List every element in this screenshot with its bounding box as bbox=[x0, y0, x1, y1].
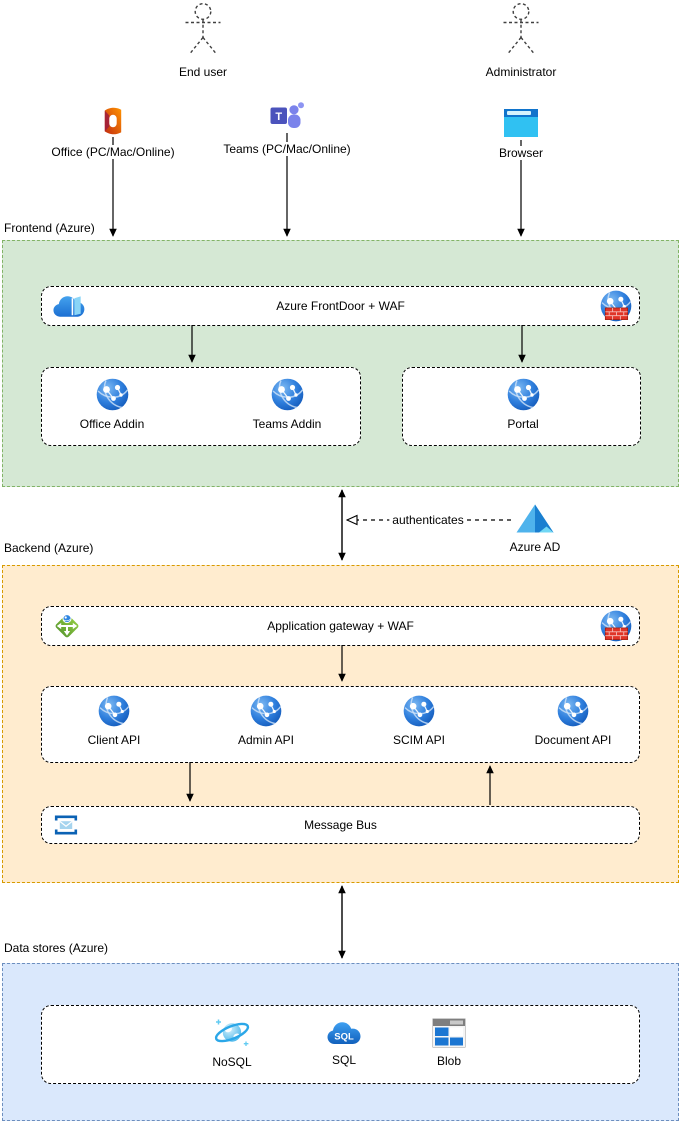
app-service-icon bbox=[506, 378, 540, 411]
datastores-group-box: NoSQL SQL SQL Blob bbox=[41, 1005, 640, 1084]
end-user-label: End user bbox=[178, 65, 228, 79]
teams-icon: T bbox=[270, 102, 304, 128]
frontdoor-label: Azure FrontDoor + WAF bbox=[276, 299, 405, 313]
node-admin-api: Admin API bbox=[206, 687, 326, 747]
app-service-icon bbox=[557, 695, 589, 727]
browser-icon bbox=[504, 109, 538, 137]
client-api-label: Client API bbox=[87, 733, 141, 747]
service-bus-icon bbox=[52, 811, 80, 839]
administrator-actor-icon bbox=[502, 2, 540, 55]
nosql-label: NoSQL bbox=[212, 1055, 252, 1069]
teams-addin-label: Teams Addin bbox=[252, 417, 322, 431]
office-icon bbox=[104, 107, 122, 135]
portal-label: Portal bbox=[507, 417, 539, 431]
node-blob: Blob bbox=[389, 1006, 509, 1068]
app-service-icon bbox=[95, 378, 129, 411]
teams-icon-letter: T bbox=[275, 111, 282, 123]
office-addin-label: Office Addin bbox=[79, 417, 145, 431]
frontdoor-waf-bar: Azure FrontDoor + WAF bbox=[41, 286, 640, 326]
frontend-section-label: Frontend (Azure) bbox=[4, 221, 95, 235]
app-service-icon bbox=[98, 695, 130, 727]
backend-section-label: Backend (Azure) bbox=[4, 541, 94, 555]
end-user-actor-icon bbox=[184, 2, 222, 55]
waf-icon bbox=[600, 610, 632, 642]
app-service-icon bbox=[250, 695, 282, 727]
sql-label: SQL bbox=[331, 1053, 356, 1067]
authenticates-edge-label: authenticates bbox=[389, 513, 467, 527]
addins-group-box: Office Addin Teams Addin bbox=[41, 367, 361, 446]
browser-client-label: Browser bbox=[495, 146, 547, 160]
app-service-icon bbox=[403, 695, 435, 727]
datastores-section: NoSQL SQL SQL Blob bbox=[2, 963, 679, 1121]
app-service-icon bbox=[270, 378, 304, 411]
node-teams-addin: Teams Addin bbox=[227, 368, 347, 431]
frontend-section: Azure FrontDoor + WAF Office Addin Teams… bbox=[2, 240, 679, 487]
gateway-label: Application gateway + WAF bbox=[267, 619, 414, 633]
office-client-label: Office (PC/Mac/Online) bbox=[48, 145, 178, 159]
application-gateway-icon bbox=[52, 611, 82, 641]
backend-section: Application gateway + WAF Client API Adm… bbox=[2, 565, 679, 883]
apis-group-box: Client API Admin API SCIM API Document A… bbox=[41, 686, 640, 763]
scim-api-label: SCIM API bbox=[392, 733, 445, 747]
cosmos-db-icon bbox=[213, 1018, 251, 1048]
message-bus-label: Message Bus bbox=[304, 818, 377, 832]
gateway-waf-bar: Application gateway + WAF bbox=[41, 606, 640, 646]
teams-client-label: Teams (PC/Mac/Online) bbox=[220, 142, 354, 156]
azure-ad-icon bbox=[516, 504, 554, 533]
waf-icon bbox=[600, 290, 632, 322]
blob-storage-icon bbox=[432, 1018, 466, 1048]
portal-box: Portal bbox=[402, 367, 641, 446]
node-office-addin: Office Addin bbox=[52, 368, 172, 431]
message-bus-bar: Message Bus bbox=[41, 806, 640, 844]
admin-api-label: Admin API bbox=[237, 733, 295, 747]
node-sql: SQL SQL bbox=[284, 1006, 404, 1067]
blob-label: Blob bbox=[436, 1054, 462, 1068]
datastores-section-label: Data stores (Azure) bbox=[4, 941, 109, 955]
node-portal: Portal bbox=[463, 368, 583, 431]
node-client-api: Client API bbox=[54, 687, 174, 747]
node-nosql: NoSQL bbox=[172, 1006, 292, 1069]
node-scim-api: SCIM API bbox=[359, 687, 479, 747]
sql-cloud-icon: SQL bbox=[327, 1022, 361, 1044]
frontdoor-icon bbox=[52, 293, 87, 320]
document-api-label: Document API bbox=[534, 733, 612, 747]
node-document-api: Document API bbox=[513, 687, 633, 747]
administrator-label: Administrator bbox=[485, 65, 557, 79]
azure-ad-label: Azure AD bbox=[509, 540, 561, 554]
sql-icon-text: SQL bbox=[334, 1032, 354, 1043]
